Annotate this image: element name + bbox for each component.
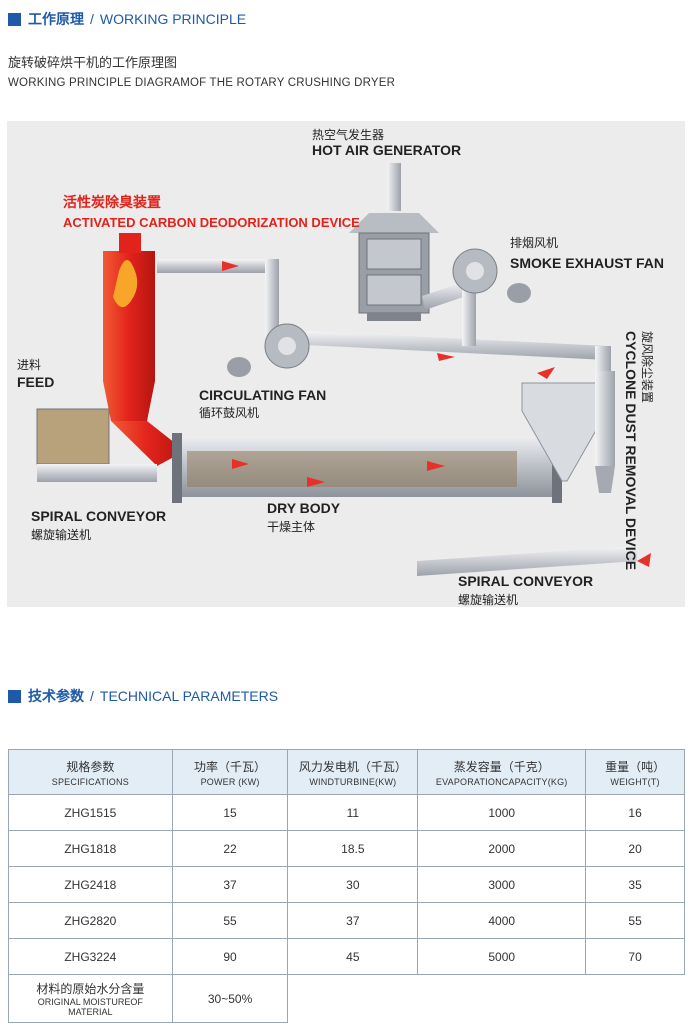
heading-separator: / — [90, 11, 94, 27]
feed-label-cn: 进料 — [17, 358, 41, 372]
circulating-fan-label-en: CIRCULATING FAN — [199, 387, 326, 403]
right-spiral-conveyor — [417, 546, 637, 576]
deodorization-label-cn: 活性炭除臭装置 — [63, 194, 161, 210]
cell-weight: 70 — [585, 938, 685, 975]
cell-weight: 20 — [585, 830, 685, 867]
cell-model: ZHG3224 — [8, 938, 173, 975]
cell-windturbine: 18.5 — [287, 830, 419, 867]
dry-body-drum — [172, 433, 562, 503]
dry-body-label-cn: 干燥主体 — [267, 520, 315, 534]
empty-cell — [418, 975, 586, 1023]
cell-model: ZHG1515 — [8, 794, 173, 831]
cell-evaporation: 5000 — [417, 938, 587, 975]
moisture-value: 30~50% — [171, 974, 289, 1023]
hot-air-generator-label-en: HOT AIR GENERATOR — [312, 142, 461, 158]
dry-body-label-en: DRY BODY — [267, 500, 341, 516]
deodorization-tower — [103, 233, 185, 466]
heading-title-en: WORKING PRINCIPLE — [99, 11, 247, 27]
spiral-conveyor-right-label-cn: 螺旋输送机 — [458, 592, 518, 607]
spiral-conveyor-right-label-en: SPIRAL CONVEYOR — [458, 573, 593, 589]
section-heading-technical-parameters: 技术参数 / TECHNICAL PARAMETERS — [8, 686, 278, 706]
feed-hopper — [36, 408, 157, 482]
heading-title-cn: 技术参数 — [28, 688, 84, 704]
cell-power: 55 — [171, 902, 289, 939]
deodorization-label-en: ACTIVATED CARBON DEODORIZATION DEVICE — [63, 215, 360, 230]
moisture-row: 材料的原始水分含量 ORIGINAL MOISTUREOF MATERIAL 3… — [8, 974, 685, 1023]
cell-evaporation: 1000 — [417, 794, 587, 831]
hot-air-generator-label-cn: 热空气发生器 — [312, 127, 384, 142]
heading-title-en: TECHNICAL PARAMETERS — [99, 688, 279, 704]
cell-power: 37 — [171, 866, 289, 903]
cell-model: ZHG1818 — [8, 830, 173, 867]
feed-label-en: FEED — [17, 374, 54, 390]
section-heading-working-principle: 工作原理 / WORKING PRINCIPLE — [8, 9, 246, 29]
circulating-fan-label-cn: 循环鼓风机 — [199, 406, 259, 420]
moisture-label-en-2: MATERIAL — [68, 1007, 113, 1017]
cell-power: 15 — [171, 794, 289, 831]
table-row: ZHG1515 15 11 1000 16 — [8, 794, 685, 831]
cell-windturbine: 37 — [287, 902, 419, 939]
cell-windturbine: 30 — [287, 866, 419, 903]
empty-cell — [288, 975, 418, 1023]
cell-evaporation: 2000 — [417, 830, 587, 867]
cell-power: 22 — [171, 830, 289, 867]
heading-square-icon — [8, 689, 21, 703]
spiral-conveyor-left-label-cn: 螺旋输送机 — [31, 527, 91, 542]
smoke-fan-label-en: SMOKE EXHAUST FAN — [510, 255, 664, 271]
header-weight: 重量（吨）WEIGHT(T) — [585, 749, 685, 795]
cell-windturbine: 45 — [287, 938, 419, 975]
diagram-illustration: 热空气发生器 HOT AIR GENERATOR 活性炭除臭装置 ACTIVAT… — [17, 127, 664, 607]
header-power: 功率（千瓦）POWER (KW) — [171, 749, 289, 795]
diagram-title-en: WORKING PRINCIPLE DIAGRAMOF THE ROTARY C… — [8, 77, 396, 89]
moisture-label-cell: 材料的原始水分含量 ORIGINAL MOISTUREOF MATERIAL — [8, 974, 173, 1023]
cell-weight: 16 — [585, 794, 685, 831]
diagram-title-cn: 旋转破碎烘干机的工作原理图 — [8, 55, 178, 70]
smoke-fan-label-cn: 排烟风机 — [510, 236, 558, 250]
smoke-exhaust-fan — [452, 248, 531, 303]
table-row: ZHG2820 55 37 4000 55 — [8, 902, 685, 939]
heading-separator: / — [90, 688, 94, 704]
cell-evaporation: 3000 — [417, 866, 587, 903]
moisture-label-en-1: ORIGINAL MOISTUREOF — [37, 997, 143, 1007]
circulating-fan — [227, 323, 310, 377]
cyclone-label-cn: 旋风除尘装置 — [640, 331, 655, 403]
working-principle-diagram: 热空气发生器 HOT AIR GENERATOR 活性炭除臭装置 ACTIVAT… — [7, 121, 685, 607]
table-row: ZHG3224 90 45 5000 70 — [8, 938, 685, 975]
heading-square-icon — [8, 12, 21, 26]
table-row: ZHG2418 37 30 3000 35 — [8, 866, 685, 903]
empty-cell — [586, 975, 685, 1023]
header-windturbine: 风力发电机（千瓦）WINDTURBINE(KW) — [287, 749, 419, 795]
cell-model: ZHG2418 — [8, 866, 173, 903]
heading-title-cn: 工作原理 — [28, 11, 84, 27]
table-row: ZHG1818 22 18.5 2000 20 — [8, 830, 685, 867]
cell-weight: 55 — [585, 902, 685, 939]
cyclone-label-en: CYCLONE DUST REMOVAL DEVICE — [623, 331, 639, 570]
flow-arrows — [222, 261, 651, 567]
hot-air-generator — [349, 163, 439, 321]
cyclone-device — [521, 371, 615, 493]
spiral-conveyor-left-label-en: SPIRAL CONVEYOR — [31, 508, 166, 524]
moisture-label-cn: 材料的原始水分含量 — [36, 982, 145, 996]
cell-power: 90 — [171, 938, 289, 975]
cell-windturbine: 11 — [287, 794, 419, 831]
cell-evaporation: 4000 — [417, 902, 587, 939]
header-evaporation: 蒸发容量（千克）EVAPORATIONCAPACITY(KG) — [417, 749, 587, 795]
cell-weight: 35 — [585, 866, 685, 903]
cell-model: ZHG2820 — [8, 902, 173, 939]
